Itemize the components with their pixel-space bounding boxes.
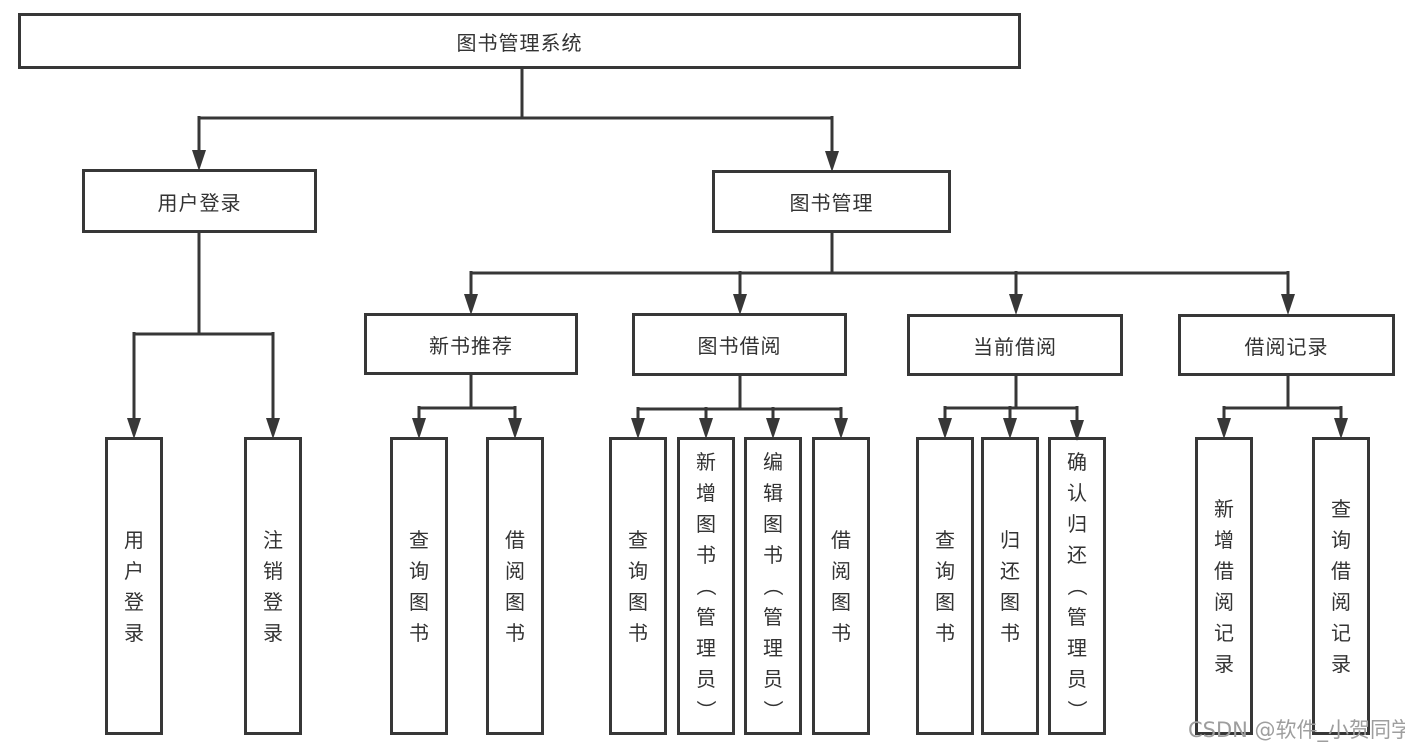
leaf-logout-login: 注销登录 xyxy=(244,437,302,735)
node-current-borrowing: 当前借阅 xyxy=(907,314,1123,376)
node-book-management: 图书管理 xyxy=(712,170,951,233)
node-book-borrowing: 图书借阅 xyxy=(632,313,847,376)
leaf-borrow-books: 借阅图书 xyxy=(812,437,870,735)
leaf-user-login: 用户登录 xyxy=(105,437,163,735)
leaf-return-books: 归还图书 xyxy=(981,437,1039,735)
leaf-query-books-recommend: 查询图书 xyxy=(390,437,448,735)
node-new-book-recommend: 新书推荐 xyxy=(364,313,578,375)
watermark: CSDN @软件_小贺同学 xyxy=(1188,718,1405,742)
leaf-query-books-borrowing: 查询图书 xyxy=(609,437,667,735)
leaf-add-books-admin: 新增图书（管理员） xyxy=(677,437,735,735)
leaf-add-borrow-record: 新增借阅记录 xyxy=(1195,437,1253,735)
leaf-query-borrow-record: 查询借阅记录 xyxy=(1312,437,1370,735)
leaf-confirm-return-admin: 确认归还（管理员） xyxy=(1048,437,1106,735)
leaf-edit-books-admin: 编辑图书（管理员） xyxy=(744,437,802,735)
leaf-query-books-current: 查询图书 xyxy=(916,437,974,735)
node-user-login: 用户登录 xyxy=(82,169,317,233)
node-root-system: 图书管理系统 xyxy=(18,13,1021,69)
node-borrow-records: 借阅记录 xyxy=(1178,314,1395,376)
leaf-borrow-books-recommend: 借阅图书 xyxy=(486,437,544,735)
